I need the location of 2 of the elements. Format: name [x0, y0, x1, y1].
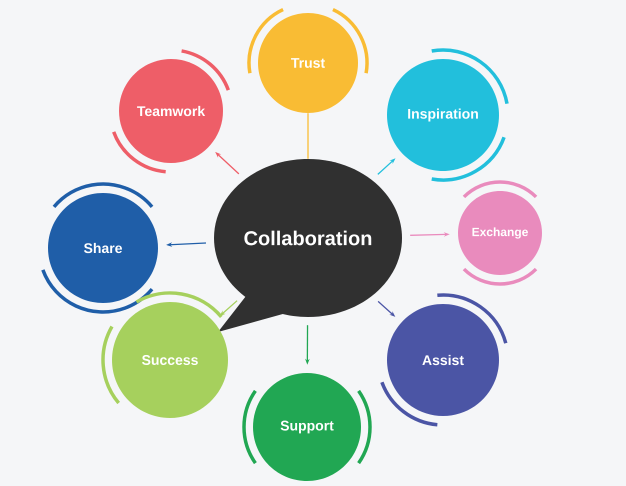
- speech-bubble: Collaboration: [214, 159, 402, 332]
- connector-line: [307, 113, 309, 159]
